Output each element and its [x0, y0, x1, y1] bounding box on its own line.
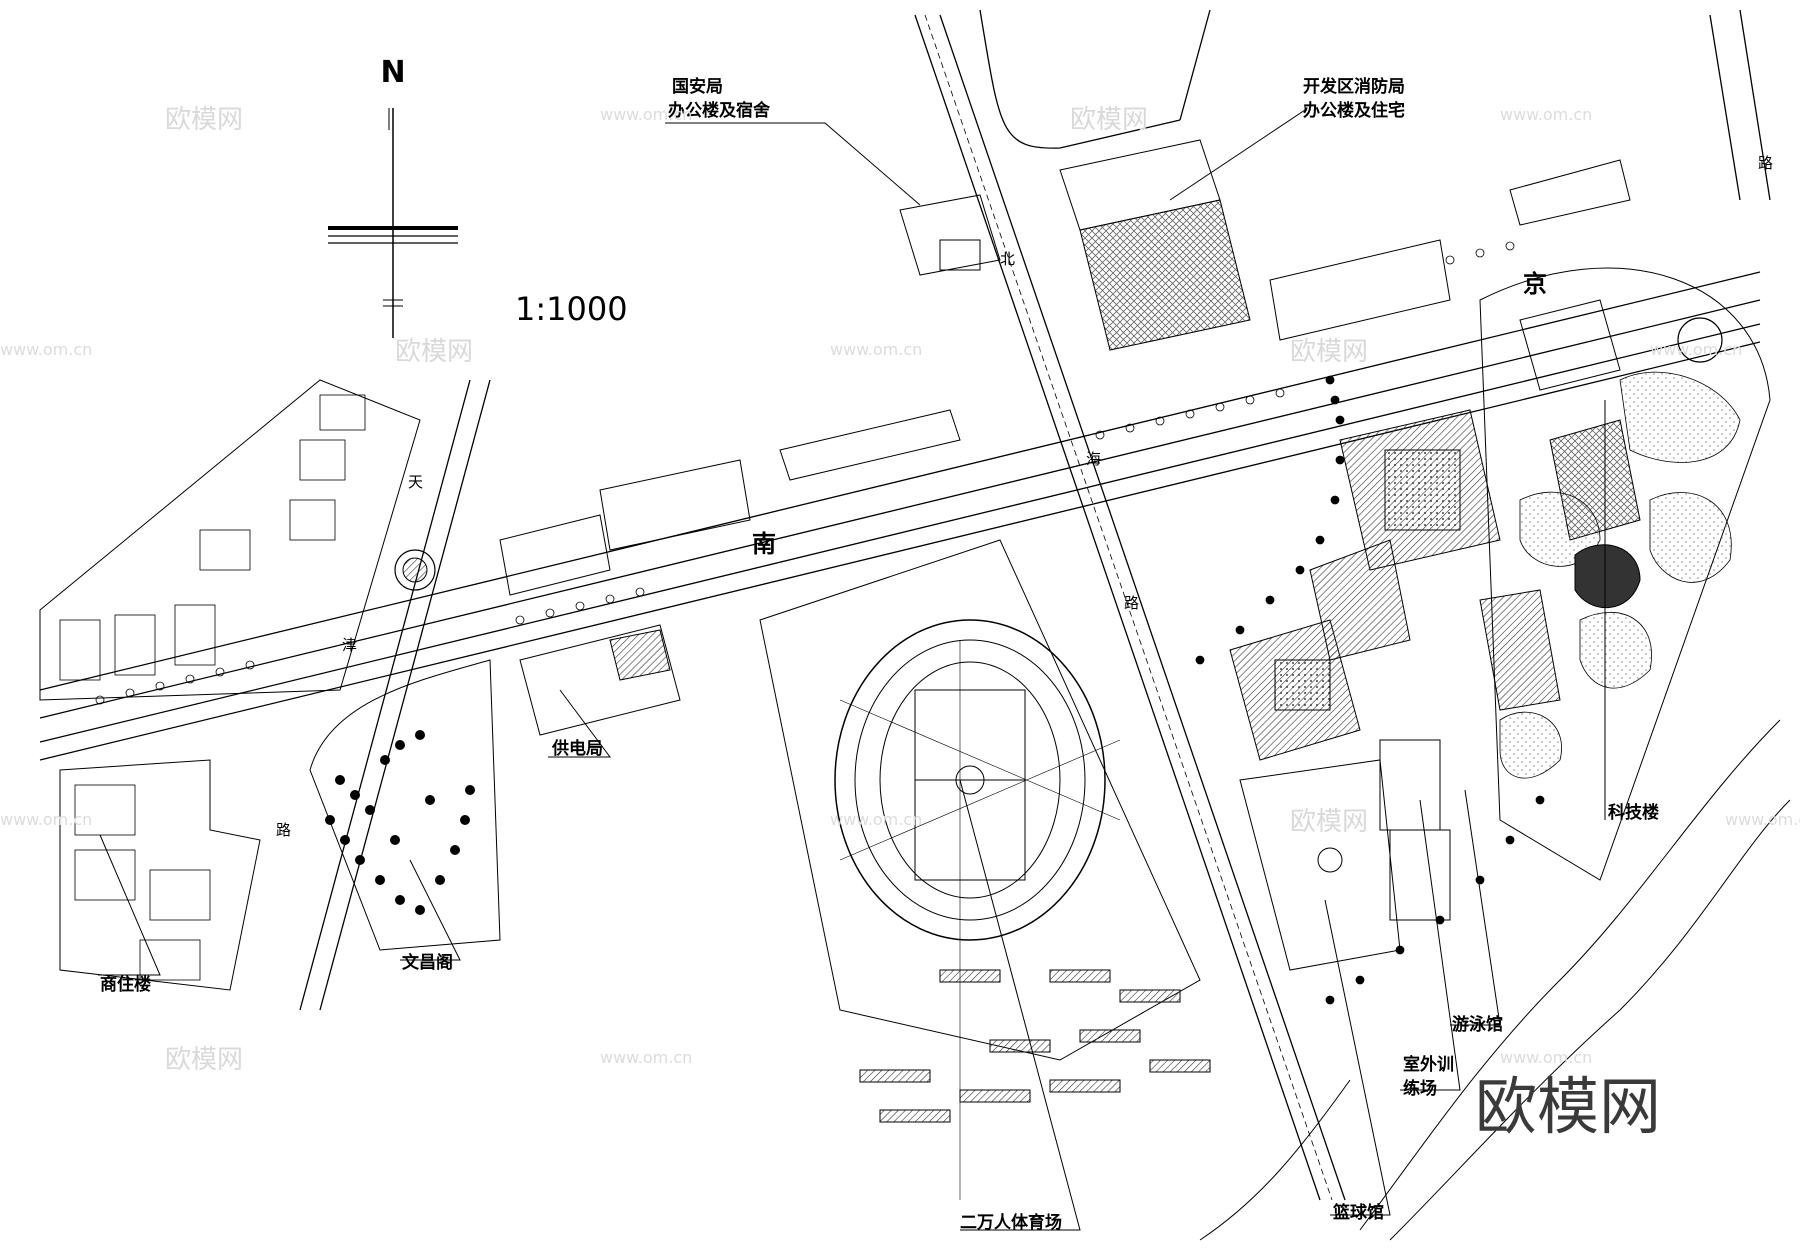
watermarks: 欧模网 欧模网 欧模网 欧模网 欧模网 欧模网 www.om.cn www.om… — [0, 105, 1800, 1075]
label-guoan-line1: 国安局 — [672, 76, 723, 97]
watermark-6: 欧模网 — [1070, 105, 1148, 135]
label-wenchang: 文昌阁 — [402, 952, 453, 973]
river — [1199, 719, 1791, 1241]
stadium — [759, 539, 1211, 1200]
sports-complex — [1229, 409, 1561, 971]
brand-logo-text: 欧模网 — [1475, 1070, 1661, 1143]
watermark-2: 欧模网 — [395, 337, 473, 367]
north-label: N — [380, 55, 405, 90]
road-tianjin-3: 路 — [276, 821, 291, 839]
road-nanjing-2: 京 — [1523, 270, 1547, 298]
label-fire-line1: 开发区消防局 — [1303, 76, 1405, 97]
watermark-url-6: www.om.cn — [830, 810, 922, 829]
label-fire-line2: 办公楼及住宅 — [1303, 100, 1405, 121]
road-corner: 路 — [1758, 154, 1773, 172]
watermark-url-9: www.om.cn — [600, 1048, 692, 1067]
tech-area — [1479, 267, 1771, 881]
watermark-url-10: www.om.cn — [1500, 1048, 1592, 1067]
label-stadium: 二万人体育场 — [960, 1212, 1062, 1233]
label-training-line1: 室外训 — [1403, 1054, 1454, 1075]
watermark-url-4: www.om.cn — [1650, 340, 1742, 359]
road-tianjin-2: 津 — [342, 636, 357, 654]
tree-rows — [95, 241, 1545, 1005]
watermark-1: 欧模网 — [165, 105, 243, 135]
label-training-line2: 练场 — [1403, 1078, 1437, 1099]
label-swimming: 游泳馆 — [1452, 1014, 1503, 1035]
road-beihai-2: 海 — [1086, 450, 1101, 468]
road-tianjin-1: 天 — [408, 473, 423, 491]
road-beihai-1: 北 — [1000, 250, 1015, 268]
label-tech: 科技楼 — [1608, 802, 1659, 823]
watermark-url-1: www.om.cn — [600, 105, 692, 124]
watermark-5: 欧模网 — [165, 1045, 243, 1075]
watermark-url-8: www.om.cn — [1725, 810, 1800, 829]
label-commercial: 商住楼 — [100, 974, 151, 995]
watermark-url-2: www.om.cn — [1500, 105, 1592, 124]
label-basketball: 篮球馆 — [1332, 1202, 1384, 1223]
north-buildings — [499, 139, 1631, 736]
residential-area — [39, 379, 421, 991]
road-nanjing-1: 南 — [752, 530, 776, 558]
road-beihai-3: 路 — [1124, 594, 1139, 612]
wenchang-park — [309, 549, 501, 951]
leader-lines — [98, 105, 1606, 1231]
label-guoan-line2: 办公楼及宿舍 — [668, 100, 770, 121]
roads — [39, 9, 1771, 1201]
north-arrow: N — [328, 55, 458, 338]
watermark-4: 欧模网 — [1290, 807, 1368, 837]
scale-label: 1:1000 — [515, 290, 628, 328]
watermark-url-5: www.om.cn — [0, 340, 92, 359]
watermark-3: 欧模网 — [1290, 337, 1368, 367]
label-power: 供电局 — [551, 738, 603, 759]
watermark-url-7: www.om.cn — [0, 810, 92, 829]
watermark-url-3: www.om.cn — [830, 340, 922, 359]
